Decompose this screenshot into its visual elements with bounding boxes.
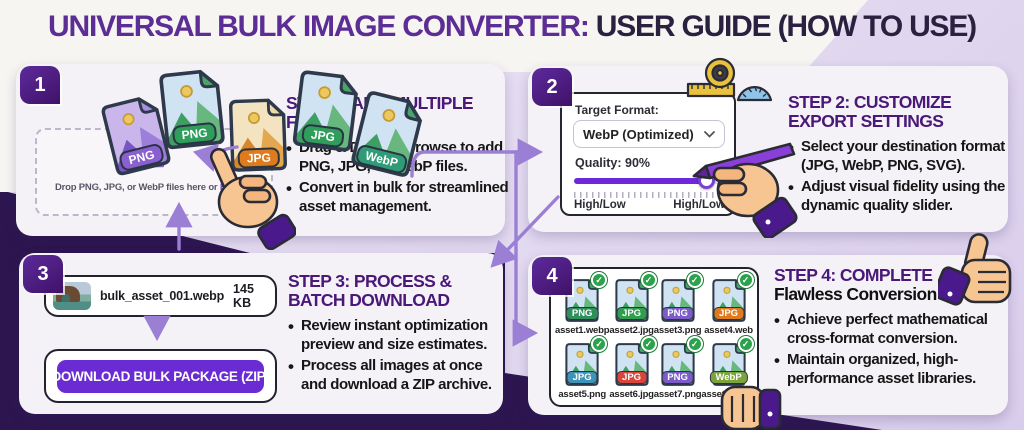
- converted-file-7: PNG ✓ asset7.png: [653, 336, 703, 403]
- converted-file-name: asset1.webp: [555, 325, 610, 336]
- export-settings-card: Target Format: WebP (Optimized) Quality:…: [560, 92, 736, 216]
- step3-bullets: Review instant optimization preview and …: [288, 316, 502, 395]
- step2-heading-line2: EXPORT SETTINGS: [788, 110, 944, 131]
- format-pill: PNG: [661, 306, 694, 320]
- converted-files-grid: PNG ✓ asset1.webp JPG ✓ asset2.jpg PNG ✓…: [549, 267, 759, 407]
- download-zip-button[interactable]: DOWNLOAD BULK PACKAGE (ZIP): [51, 360, 270, 393]
- format-pill: WebP: [709, 370, 748, 384]
- step2-number-badge: 2: [532, 68, 572, 106]
- converted-file-name: asset7.png: [653, 389, 702, 400]
- step3-heading-line1: STEP 3: PROCESS &: [288, 271, 452, 291]
- target-format-label: Target Format:: [575, 103, 659, 117]
- step2-panel: Target Format: WebP (Optimized) Quality:…: [528, 66, 1008, 232]
- step3-panel: bulk_asset_001.webp 145 KB DOWNLOAD BULK…: [19, 253, 503, 414]
- step4-heading-line2: Flawless Conversion: [774, 283, 937, 304]
- page-title-sub: USER GUIDE (HOW TO USE): [588, 10, 977, 43]
- step4-bullet-2: Maintain organized, high-performance ass…: [774, 350, 1012, 389]
- format-pill: JPG: [237, 147, 281, 169]
- check-icon: ✓: [591, 272, 608, 288]
- converted-file-6: JPG ✓ asset6.jpg: [609, 336, 657, 403]
- quality-slider[interactable]: [574, 172, 725, 189]
- converted-file-2: JPG ✓ asset2.jpg: [609, 272, 657, 339]
- step1-bullet-2: Convert in bulk for streamlined asset ma…: [286, 178, 511, 217]
- quality-slider-knob[interactable]: [697, 172, 715, 189]
- step3-heading-line2: BATCH DOWNLOAD: [288, 289, 450, 310]
- converted-file-name: asset2.jpg: [609, 325, 654, 336]
- slider-left-label: High/Low: [574, 199, 626, 211]
- converted-file-name: asset4.web: [704, 325, 753, 336]
- check-icon: ✓: [686, 336, 703, 352]
- step4-panel: PNG ✓ asset1.webp JPG ✓ asset2.jpg PNG ✓…: [528, 255, 1008, 415]
- browse-link[interactable]: Browse: [219, 182, 253, 193]
- format-pill: PNG: [565, 306, 599, 320]
- converted-file-name: asset5.png: [558, 389, 606, 400]
- page-title: UNIVERSAL BULK IMAGE CONVERTER: USER GUI…: [0, 10, 1024, 44]
- step2-bullets: Select your destination format (JPG, Web…: [788, 137, 1006, 216]
- check-icon: ✓: [640, 336, 657, 352]
- step3-bullet-1: Review instant optimization preview and …: [288, 316, 502, 355]
- check-icon: ✓: [640, 272, 657, 288]
- dropzone-text: Drop PNG, JPG, or WebP files here or: [54, 182, 220, 193]
- file-size: 145 KB: [233, 282, 254, 310]
- step4-heading-line1: STEP 4: COMPLETE: [774, 265, 933, 285]
- step4-number-badge: 4: [532, 257, 572, 295]
- slider-ruler-ticks: [574, 192, 725, 198]
- format-pill: JPG: [616, 370, 648, 384]
- step3-heading: STEP 3: PROCESS & BATCH DOWNLOAD: [288, 272, 502, 310]
- step4-bullet-1: Achieve perfect mathematical cross-forma…: [774, 310, 1012, 349]
- step4-bullets: Achieve perfect mathematical cross-forma…: [774, 310, 1012, 389]
- file-icon-png-blue: PNG: [154, 65, 230, 154]
- step1-number-badge: 1: [20, 66, 60, 104]
- step2-bullet-1: Select your destination format (JPG, Web…: [788, 137, 1006, 176]
- check-icon: ✓: [737, 272, 754, 288]
- slider-scale-labels: High/Low High/Low: [574, 199, 725, 211]
- format-pill: PNG: [661, 370, 694, 384]
- quality-label: Quality: 90%: [575, 156, 651, 170]
- converted-file-4: JPG ✓ asset4.web: [704, 272, 754, 339]
- check-icon: ✓: [591, 336, 608, 352]
- step2-heading: STEP 2: CUSTOMIZE EXPORT SETTINGS: [788, 93, 1006, 131]
- format-pill: JPG: [713, 306, 745, 320]
- converted-file-name: asset6.jpg: [609, 389, 654, 400]
- target-format-select[interactable]: WebP (Optimized): [573, 120, 725, 148]
- step4-heading: STEP 4: COMPLETE Flawless Conversion: [774, 266, 1012, 304]
- file-name: bulk_asset_001.webp: [100, 289, 225, 303]
- converted-file-5: JPG ✓ asset5.png: [558, 336, 608, 403]
- download-card: DOWNLOAD BULK PACKAGE (ZIP): [44, 349, 277, 403]
- slider-right-label: High/Low: [673, 199, 725, 211]
- converted-file-name: asset8.webp: [701, 389, 756, 400]
- converted-file-1: PNG ✓ asset1.webp: [555, 272, 610, 339]
- converted-file-name: asset3.png: [653, 325, 702, 336]
- check-icon: ✓: [686, 272, 703, 288]
- page-title-main: UNIVERSAL BULK IMAGE CONVERTER:: [48, 10, 590, 43]
- file-icon-jpg-orange: JPG: [225, 95, 292, 175]
- target-format-value: WebP (Optimized): [583, 126, 694, 142]
- step3-number-badge: 3: [23, 255, 63, 293]
- chevron-down-icon: [704, 130, 715, 138]
- converted-file-8: WebP ✓ asset8.webp: [701, 336, 756, 403]
- file-preview-row: bulk_asset_001.webp 145 KB: [44, 275, 277, 317]
- converted-file-3: PNG ✓ asset3.png: [653, 272, 703, 339]
- check-icon: ✓: [737, 336, 754, 352]
- step2-bullet-2: Adjust visual fidelity using the dynamic…: [788, 177, 1006, 216]
- step2-heading-line1: STEP 2: CUSTOMIZE: [788, 92, 952, 112]
- quality-slider-fill: [574, 178, 707, 184]
- step3-bullet-2: Process all images at once and download …: [288, 356, 502, 395]
- dropzone-hint: Drop PNG, JPG, or WebP files here or Bro…: [37, 182, 271, 193]
- step1-panel: Drop PNG, JPG, or WebP files here or Bro…: [16, 64, 509, 236]
- format-pill: JPG: [566, 370, 598, 384]
- format-pill: JPG: [616, 306, 648, 320]
